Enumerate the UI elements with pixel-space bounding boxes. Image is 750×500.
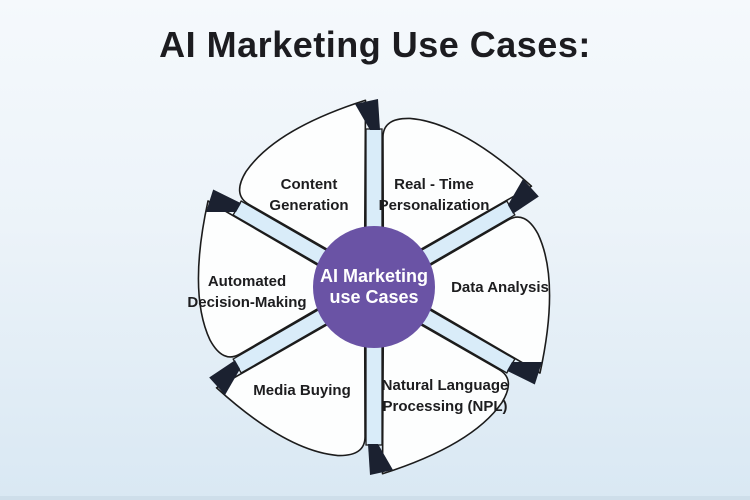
label-real-time-personalization-line2: Personalization xyxy=(379,197,490,214)
label-media-buying: Media Buying xyxy=(253,382,351,399)
diagram-center-group xyxy=(197,91,551,483)
page-title: AI Marketing Use Cases: xyxy=(159,24,591,65)
bottom-edge-strip xyxy=(0,496,750,500)
label-natural-language-processing-line2: Processing (NPL) xyxy=(382,398,507,415)
center-circle-label-line1: AI Marketing xyxy=(320,266,428,286)
center-circle xyxy=(313,226,435,348)
label-automated-decision-making-line2: Decision-Making xyxy=(187,294,306,311)
label-data-analysis: Data Analysis xyxy=(451,279,549,296)
label-real-time-personalization-line1: Real - Time xyxy=(394,176,474,193)
label-content-generation-line1: Content xyxy=(281,176,338,193)
center-circle-label-line2: use Cases xyxy=(329,287,418,307)
label-content-generation-line2: Generation xyxy=(269,197,348,214)
label-automated-decision-making-line1: Automated xyxy=(208,273,286,290)
label-natural-language-processing-line1: Natural Language xyxy=(382,377,509,394)
